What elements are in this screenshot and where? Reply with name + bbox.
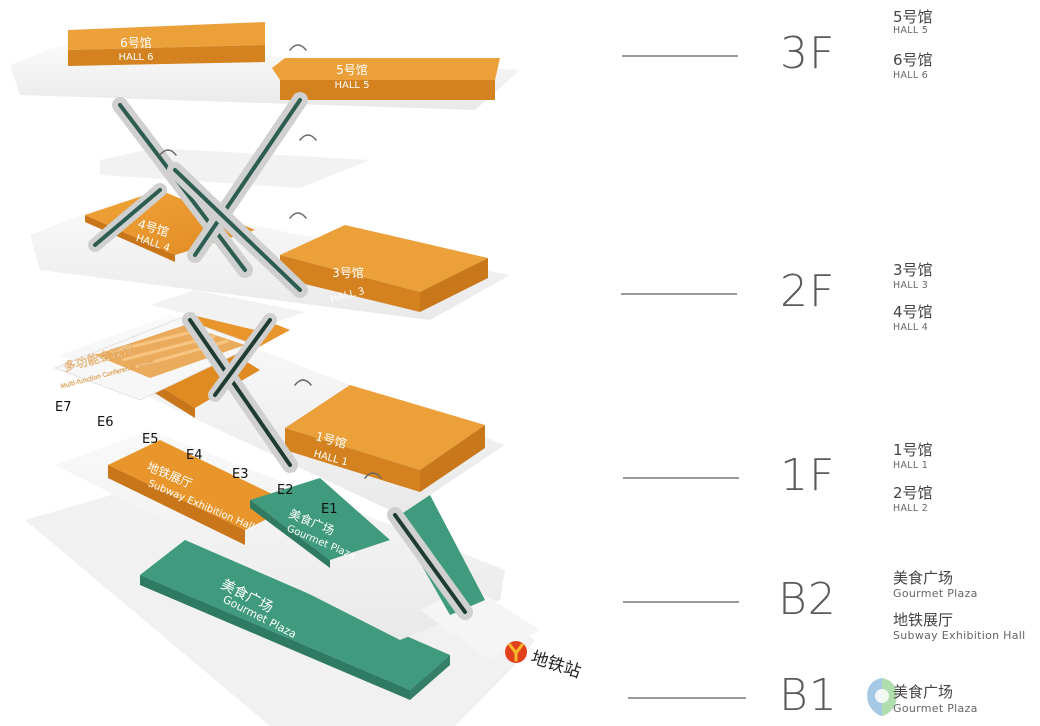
floor-b2-hall-a-en: Gourmet Plaza [893,587,978,600]
entrance-e1: E1 [321,502,338,517]
floor-line-3f [622,55,738,57]
floor-label-2f: 2F [780,266,836,317]
floor-2f-hall-a: 3号馆 [893,261,933,279]
entrance-e6: E6 [97,415,114,430]
floor-line-b1 [628,697,746,699]
gourmet-plaza-b1-block [140,540,450,700]
hall-1-block [285,385,485,492]
floor-1f-hall-a: 1号馆 [893,441,933,459]
entrance-e5: E5 [142,432,159,447]
floor-line-2f [621,293,737,295]
floor-1f-hall-b: 2号馆 [893,484,933,502]
floor-b2-hall-b: 地铁展厅 [893,611,954,629]
floor-2f-hall-b: 4号馆 [893,303,933,321]
entrance-e7: E7 [55,400,72,415]
metro-station-label: 地铁站 [528,648,583,683]
watermark-logo-icon [867,678,897,716]
floor-label-b1: B1 [779,670,838,721]
entrance-e3: E3 [232,467,249,482]
floor-1f-hall-a-en: HALL 1 [893,460,929,471]
floor-3f-hall-a: 5号馆 [893,8,933,26]
hall-3-block [280,225,488,312]
hall-5-block [272,58,500,100]
floor-label-b2: B2 [778,574,837,625]
entrance-e4: E4 [186,448,203,463]
building-cutaway-map: 6号馆 HALL 6 5号馆 HALL 5 4号馆 HALL 4 3号馆 HAL… [10,22,583,726]
floor-1f-hall-b-en: HALL 2 [893,503,929,514]
floor-b1-hall-a: 美食广场 [893,683,954,701]
hall-6-label: 6号馆 [120,35,152,50]
subway-exhibition-hall-block [108,440,295,545]
floor-b1-hall-a-en: Gourmet Plaza [893,702,978,715]
hall-5-sublabel: HALL 5 [334,80,369,91]
floor-2f-hall-a-en: HALL 3 [893,280,929,291]
floor-3f-hall-b-en: HALL 6 [893,70,929,81]
floor-3f-hall-b: 6号馆 [893,51,933,69]
floor-3f-hall-a-en: HALL 5 [893,25,929,36]
floor-b2-hall-b-en: Subway Exhibition Hall [893,629,1026,642]
floor-2f-hall-b-en: HALL 4 [893,322,929,333]
hall-5-label: 5号馆 [336,62,368,77]
floor-label-1f: 1F [780,450,836,501]
metro-logo-icon [505,641,527,663]
hall-3-label: 3号馆 [332,265,364,280]
gourmet-plaza-b2-block [250,478,485,615]
floor-label-3f: 3F [780,28,836,79]
floor-b2-hall-a: 美食广场 [893,569,954,587]
floor-line-b2 [623,601,739,603]
floor-line-1f [623,477,739,479]
hall-6-block [68,22,265,66]
hall-6-sublabel: HALL 6 [118,52,153,63]
escalators [88,44,473,620]
entrance-e2: E2 [277,483,294,498]
